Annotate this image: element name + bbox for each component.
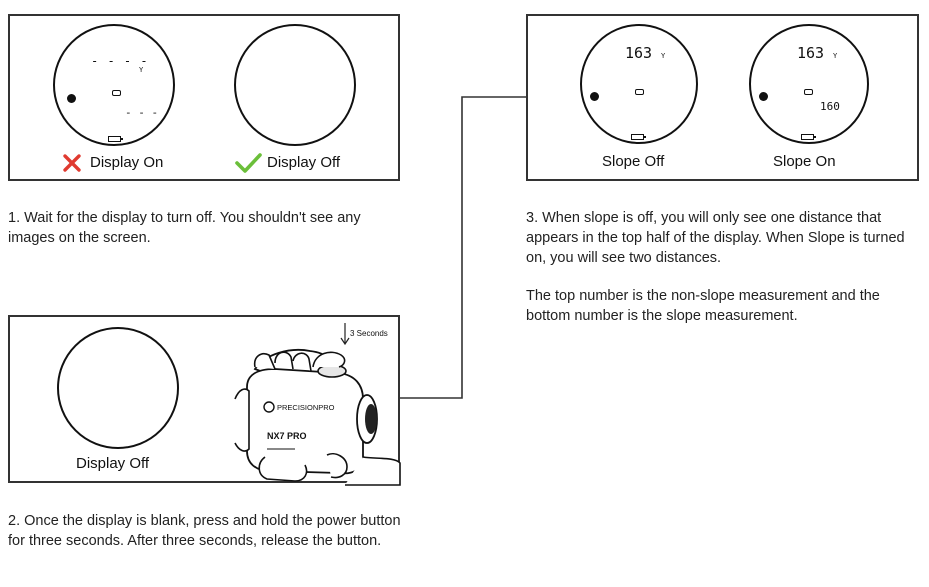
hand-holding-rangefinder-illustration: PRECISIONPRO NX7 PRO xyxy=(234,349,401,486)
brand-label: PRECISIONPRO xyxy=(277,403,335,412)
display-off-circle xyxy=(234,24,356,146)
step-3-note: The top number is the non-slope measurem… xyxy=(526,288,880,324)
mode-indicator-icon xyxy=(635,89,644,95)
battery-icon xyxy=(801,134,816,140)
display-off-caption: Display Off xyxy=(267,154,341,171)
x-mark-icon xyxy=(63,154,81,172)
battery-icon xyxy=(108,136,123,142)
power-indicator-icon xyxy=(590,92,599,101)
display-on-caption: Display On xyxy=(90,154,164,171)
slope-on-caption: Slope On xyxy=(773,153,836,170)
panel2-to-panel3-connector xyxy=(400,96,526,399)
slope-panel: 163 Y Slope Off 163 Y 160 Slope On xyxy=(526,14,919,181)
slope-distance-readout: 160 xyxy=(820,100,840,113)
yards-unit: Y xyxy=(833,52,838,60)
step-1-instruction: 1. Wait for the display to turn off. You… xyxy=(8,210,361,246)
display-off-circle xyxy=(57,327,179,449)
mode-indicator-icon xyxy=(112,90,121,96)
yards-unit: Y xyxy=(661,52,666,60)
yards-unit: Y xyxy=(139,66,144,74)
power-indicator-icon xyxy=(759,92,768,101)
step-2-instruction: 2. Once the display is blank, press and … xyxy=(8,513,401,549)
battery-icon xyxy=(631,134,646,140)
display-off-caption: Display Off xyxy=(76,455,150,472)
device-model-label: NX7 PRO xyxy=(267,431,307,441)
power-indicator-icon xyxy=(67,94,76,103)
distance-readout: 163 xyxy=(797,44,825,62)
slope-on-display-circle: 163 Y 160 xyxy=(749,24,869,144)
slope-off-display-circle: 163 Y xyxy=(580,24,698,144)
display-on-circle: - - - - Y - - - xyxy=(53,24,175,146)
distance-dashes: - - - - xyxy=(91,54,149,68)
step-3-instructions: 3. When slope is off, you will only see … xyxy=(526,208,911,344)
slope-off-caption: Slope Off xyxy=(602,153,665,170)
power-button-panel: Display Off 3 Seconds PRECISIONPRO NX7 P… xyxy=(8,315,401,486)
checkmark-icon xyxy=(235,153,262,173)
distance-readout: 163 xyxy=(625,44,653,62)
display-status-panel: - - - - Y - - - Display On Display Off xyxy=(8,14,400,181)
slope-dashes: - - - xyxy=(125,106,159,119)
press-down-arrow-icon xyxy=(340,323,350,346)
mode-indicator-icon xyxy=(804,89,813,95)
step-3-instruction: 3. When slope is off, you will only see … xyxy=(526,210,905,266)
three-seconds-label: 3 Seconds xyxy=(350,329,388,338)
